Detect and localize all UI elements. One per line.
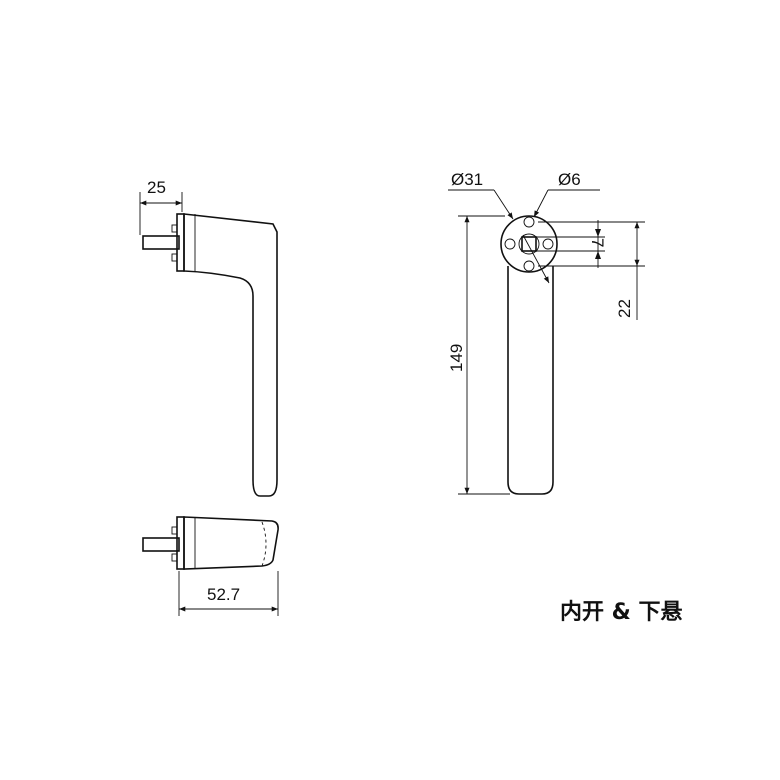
side-flange (176, 213, 185, 272)
bottom-spindle (142, 537, 180, 552)
front-screw-left (504, 238, 516, 250)
caption: 内开 & 下悬 (560, 600, 683, 625)
side-view: 25 (139, 178, 278, 497)
bottom-handle-outline (183, 516, 279, 570)
front-screw-right (542, 238, 554, 250)
dim-length-label: 149 (447, 344, 466, 372)
dim-screw-label: Ø6 (558, 170, 581, 189)
side-spindle (142, 235, 180, 250)
front-screw-top (523, 216, 535, 228)
front-spindle-square (521, 236, 537, 252)
front-handle-outline (507, 266, 554, 495)
front-view: Ø31 Ø6 7 22 149 (447, 170, 645, 495)
front-screw-bottom (523, 260, 535, 272)
bottom-view: 52.7 (142, 516, 279, 616)
side-bolt-bottom (171, 253, 178, 262)
side-handle-outline (183, 213, 278, 497)
dim-width-label: 25 (147, 178, 166, 197)
front-rose (500, 215, 558, 273)
dim-rose-label: Ø31 (451, 170, 483, 189)
dim-offset-label: 22 (615, 299, 634, 318)
dim-spindle-label: 7 (588, 238, 607, 247)
side-bolt-top (171, 224, 178, 233)
bottom-flange (176, 516, 185, 570)
dim-depth-label: 52.7 (207, 585, 240, 604)
